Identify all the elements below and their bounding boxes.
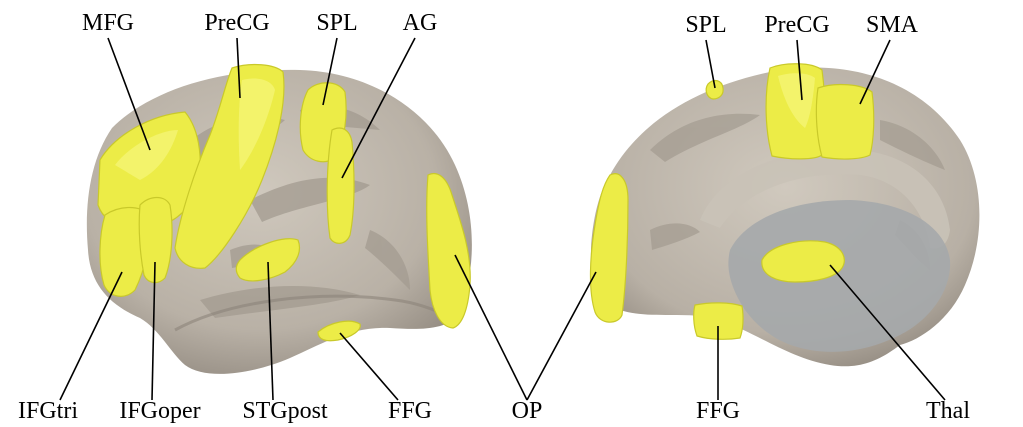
label-spl-lateral: SPL — [316, 10, 357, 36]
label-ffg-lateral: FFG — [388, 398, 432, 424]
roi-ag — [327, 128, 354, 243]
roi-sma — [816, 85, 873, 160]
label-sma: SMA — [866, 12, 919, 38]
label-precg-lateral: PreCG — [204, 10, 269, 36]
label-ag: AG — [403, 10, 438, 36]
label-ffg-medial: FFG — [696, 398, 740, 424]
medial-hemisphere — [590, 64, 979, 367]
label-ifgtri: IFGtri — [18, 398, 78, 424]
label-spl-medial: SPL — [685, 12, 726, 38]
label-op: OP — [512, 398, 543, 424]
label-precg-medial: PreCG — [764, 12, 829, 38]
label-thal: Thal — [926, 398, 970, 424]
label-ifgoper: IFGoper — [119, 398, 200, 424]
roi-op-medial — [590, 174, 628, 322]
label-stgpost: STGpost — [242, 398, 328, 424]
lateral-hemisphere — [87, 65, 472, 374]
label-mfg: MFG — [82, 10, 134, 36]
